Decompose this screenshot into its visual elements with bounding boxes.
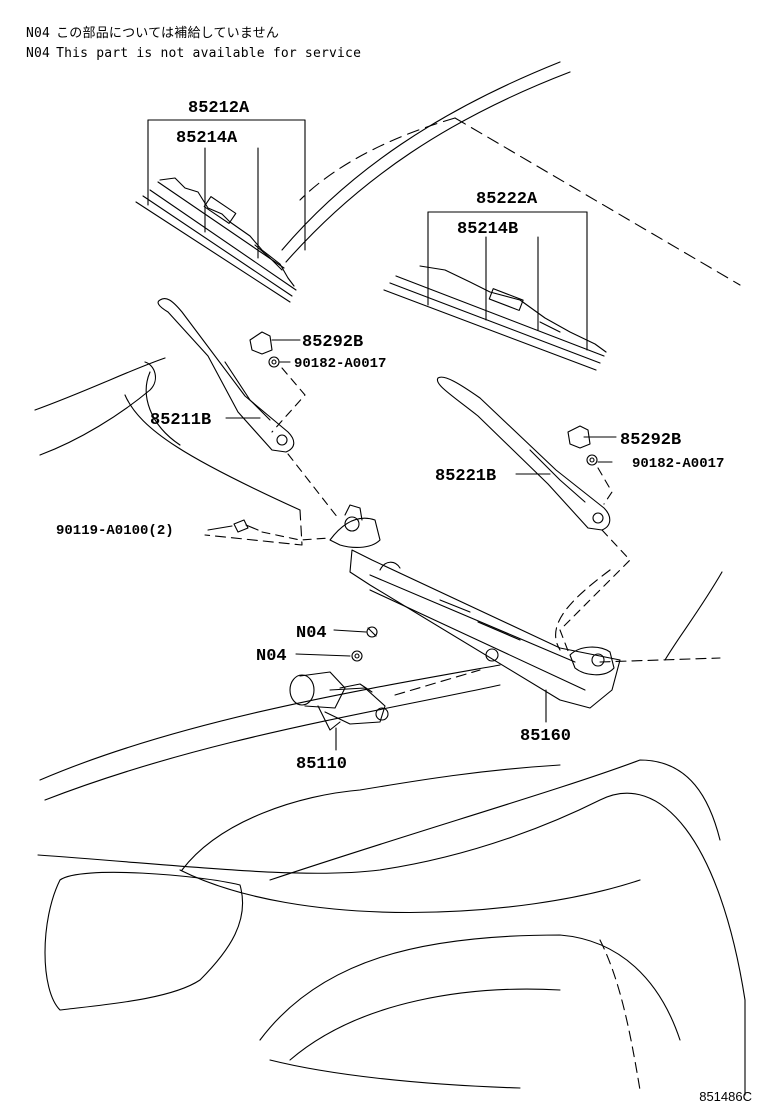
arm-cap-right bbox=[567, 425, 591, 449]
n04-fastener-upper bbox=[366, 626, 378, 638]
label-85222a: 85222A bbox=[476, 190, 538, 209]
label-n04-lower: N04 bbox=[256, 647, 287, 666]
label-90182-right: 90182-A0017 bbox=[632, 456, 724, 472]
label-85160: 85160 bbox=[520, 727, 571, 746]
note-japanese: N04 この部品については補給していません bbox=[26, 26, 279, 42]
label-85212a: 85212A bbox=[188, 99, 250, 118]
note-code: N04 bbox=[26, 26, 51, 41]
n04-fastener-lower bbox=[351, 650, 363, 662]
arm-nut-left bbox=[268, 356, 280, 368]
wiper-motor bbox=[289, 671, 389, 731]
note-text: This part is not available for service bbox=[56, 46, 362, 61]
wiper-blade-left bbox=[135, 177, 297, 303]
arm-nut-right bbox=[586, 454, 598, 466]
label-85214a: 85214A bbox=[176, 129, 238, 148]
label-85221b: 85221B bbox=[435, 467, 496, 486]
dashed-connections bbox=[261, 367, 631, 657]
label-90119: 90119-A0100(2) bbox=[56, 523, 174, 539]
hood-outline bbox=[34, 357, 723, 663]
label-85292b-left: 85292B bbox=[302, 333, 363, 352]
windshield-outline bbox=[281, 61, 741, 651]
wiper-blade-right bbox=[383, 265, 607, 371]
diagram-reference-code: 851486C bbox=[699, 1089, 752, 1104]
label-85110: 85110 bbox=[296, 755, 347, 774]
wiper-link-assembly bbox=[329, 504, 621, 709]
note-code: N04 bbox=[26, 46, 51, 61]
arm-cap-left bbox=[249, 331, 273, 355]
mounting-bolt bbox=[233, 519, 259, 533]
fender-outline bbox=[37, 664, 746, 1096]
wiper-arm-right bbox=[436, 376, 611, 531]
label-85214b: 85214B bbox=[457, 220, 518, 239]
label-85211b: 85211B bbox=[150, 411, 211, 430]
label-90182-left: 90182-A0017 bbox=[294, 356, 386, 372]
wiper-arm-left bbox=[157, 297, 295, 453]
note-text: この部品については補給していません bbox=[56, 26, 280, 41]
label-n04-upper: N04 bbox=[296, 624, 327, 643]
note-english: N04 This part is not available for servic… bbox=[26, 46, 361, 62]
label-85292b-right: 85292B bbox=[620, 431, 681, 450]
leader-lines bbox=[147, 119, 617, 751]
part-labels: 85212A 85214A 85222A 85214B 85292B 90182… bbox=[56, 99, 724, 774]
